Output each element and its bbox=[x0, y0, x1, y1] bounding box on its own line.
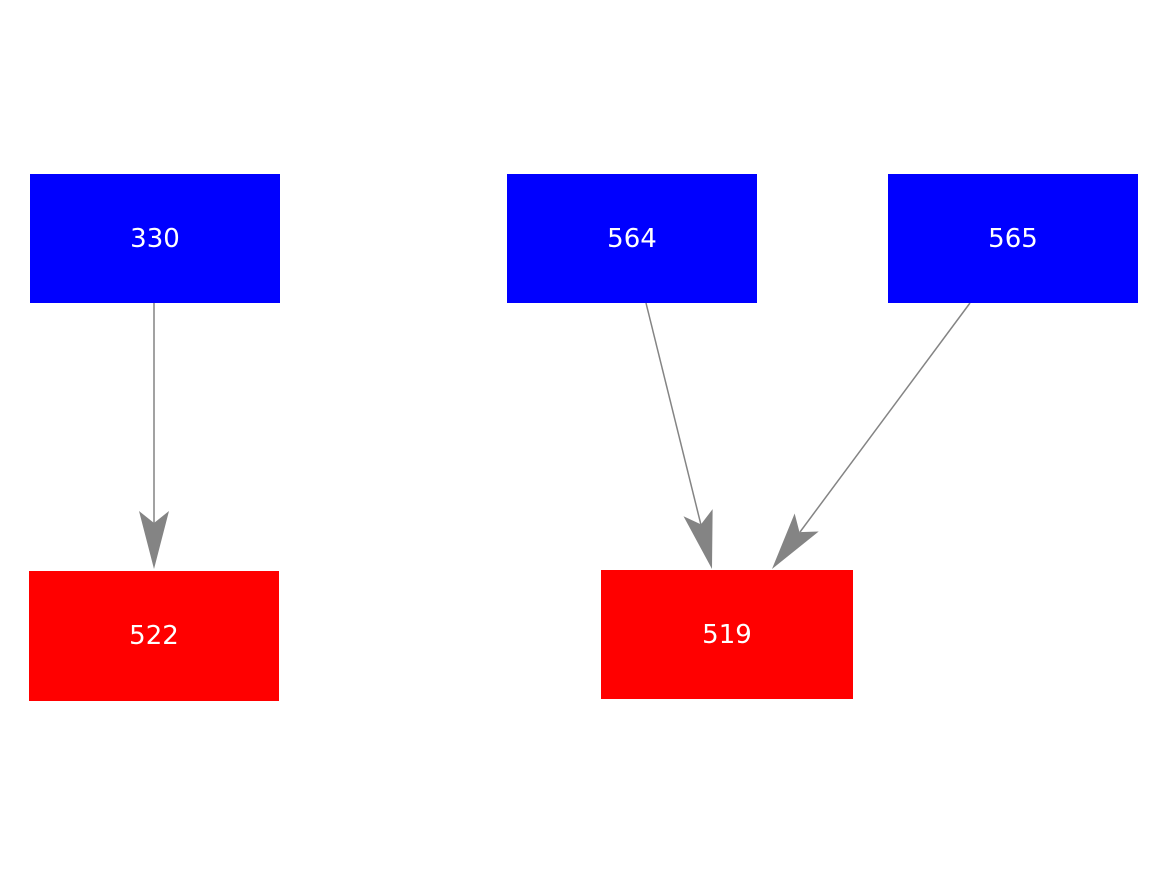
graph-node-519: 519 bbox=[601, 570, 853, 699]
node-label: 330 bbox=[130, 223, 180, 254]
node-label: 564 bbox=[607, 223, 657, 254]
graph-node-522: 522 bbox=[29, 571, 279, 701]
arrowhead-icon bbox=[683, 509, 713, 569]
node-label: 565 bbox=[988, 223, 1038, 254]
arrowhead-icon bbox=[772, 513, 819, 569]
graph-node-330: 330 bbox=[30, 174, 280, 303]
arrowhead-icon bbox=[139, 511, 169, 569]
graph-node-565: 565 bbox=[888, 174, 1138, 303]
edge-564-519 bbox=[645, 302, 713, 569]
graph-node-564: 564 bbox=[507, 174, 757, 303]
edge-565-519 bbox=[772, 302, 971, 569]
node-label: 522 bbox=[129, 621, 179, 651]
node-label: 519 bbox=[702, 619, 752, 650]
edge-330-522 bbox=[139, 303, 169, 569]
